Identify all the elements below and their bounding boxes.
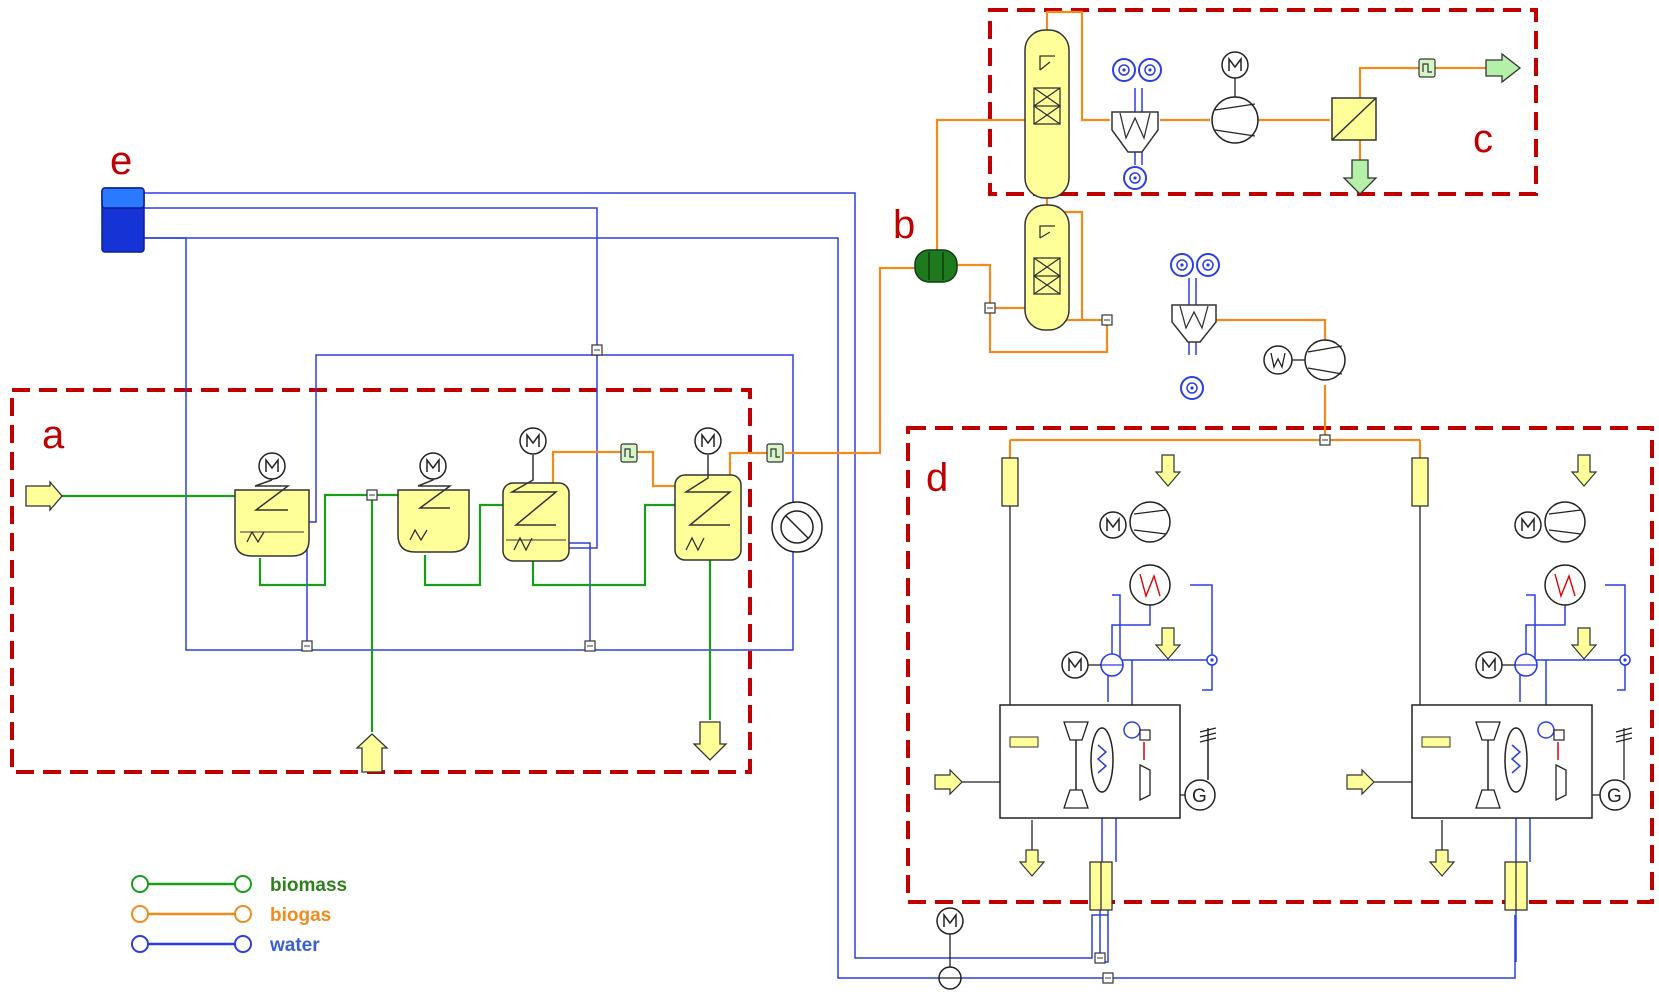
zone-label-a: a [42,413,65,457]
cooler-c [1111,111,1159,153]
cooler-b-water-node-3 [1186,382,1198,394]
zone-c-border [988,8,1538,196]
junction-bottom-1 [1094,952,1106,964]
zone-label-e: e [110,139,132,183]
zone-d-border [906,426,1654,904]
scrubber-column-b [1024,204,1070,331]
chp-1-air-inlet [934,768,963,796]
chp-2-air-inlet [1346,768,1375,796]
legend-biomass: biomass [131,875,347,896]
circulation-pump-motor [936,907,964,935]
chp-2-pump-motor [1475,651,1503,679]
cooler-c-water-node-3 [1129,172,1141,184]
cooler-b [1171,304,1217,343]
chp-2-valve-node [1619,654,1631,666]
agitator-motor-4 [694,427,722,455]
gas-holder [914,249,958,283]
chp-1-compressor-motor [1099,511,1127,539]
chp-1-pump-motor [1061,651,1089,679]
blower-b [1304,339,1346,381]
chp-1-compressor [1129,501,1171,543]
junction-bottom-2 [1102,972,1114,984]
biomass-inlet-arrow [25,480,63,512]
chp-2-heat-exchanger [1544,564,1586,606]
heat-pump-blocked [771,501,823,553]
gas-sensor-a2 [766,443,784,463]
chp-1-exhaust-outlet [1018,849,1046,877]
water-lines [143,88,1626,979]
chp-1-heat-exchanger [1129,564,1171,606]
digester-2 [397,470,470,553]
junction-a4 [591,344,603,356]
legend-biomass-label: biomass [270,875,347,896]
zone-borders [10,8,1654,904]
legend: biomass biogas water [131,875,347,956]
generator-1-symbol: G [1192,786,1207,807]
legend-biogas-label: biogas [270,905,331,926]
zone-a-border [10,388,752,774]
generator-2-symbol: G [1607,786,1622,807]
junction-a1 [366,489,378,501]
chp-1-pump [1100,653,1124,677]
legend-biogas: biogas [131,905,331,926]
agitator-motor-3 [519,427,547,455]
chp-2-air-in-arrow [1570,454,1598,487]
junction-b2 [1101,314,1113,326]
membrane-separator [1331,97,1377,141]
cooler-b-water-node-2 [1202,259,1214,271]
cooler-b-water-loops [1170,253,1220,400]
biogas-lines [551,10,1490,488]
biomethane-outlet-arrow [1485,52,1522,84]
digester-3 [502,455,570,562]
junction-b1 [984,302,996,314]
chp-1-air-in-arrow [1154,454,1182,487]
zone-label-d: d [926,456,948,500]
chp-2-compressor [1544,501,1586,543]
chp-2-compressor-motor [1514,511,1542,539]
chp-unit-1 [999,457,1181,911]
junction-a2 [301,640,313,652]
circulation-pump [938,966,962,990]
chp-1-valve-node [1206,654,1218,666]
cooler-c-water-node-1 [1118,64,1130,76]
compressor-c-motor [1221,51,1249,79]
cooler-c-water-node-2 [1144,64,1156,76]
chp-1-generator: G [1184,727,1217,811]
cooler-c-water-loops [1112,58,1162,190]
gas-sensor-c [1418,58,1436,78]
junction-a3 [584,640,596,652]
chp-2-pump [1514,653,1538,677]
chp-1-air-out-arrow [1154,627,1182,660]
legend-water-label: water [269,935,320,956]
chp-2-air-out-arrow [1570,627,1598,660]
compressor-c [1211,96,1259,144]
chp-2-exhaust-outlet [1428,849,1456,877]
zone-label-b: b [893,203,915,247]
scrubber-column-c [1024,29,1070,199]
cooler-b-water-node-1 [1176,259,1188,271]
legend-water: water [131,935,320,956]
digester-1 [234,470,310,557]
chp-2-generator: G [1599,727,1633,811]
agitator-motor-2 [419,452,447,480]
offgas-outlet-arrow [1342,159,1378,195]
chp-unit-2 [1411,457,1593,911]
biomass-lines [62,493,712,732]
agitator-motor-1 [258,452,286,480]
digestate-outlet-arrow [692,721,728,761]
biomass-inlet-arrow-bottom [355,733,389,773]
zone-label-c: c [1473,117,1493,161]
water-storage-tank [101,187,145,253]
gas-sensor-a1 [620,443,638,463]
junction-d-split [1319,434,1331,446]
digester-4 [674,455,742,561]
blower-b-motor [1263,345,1305,375]
